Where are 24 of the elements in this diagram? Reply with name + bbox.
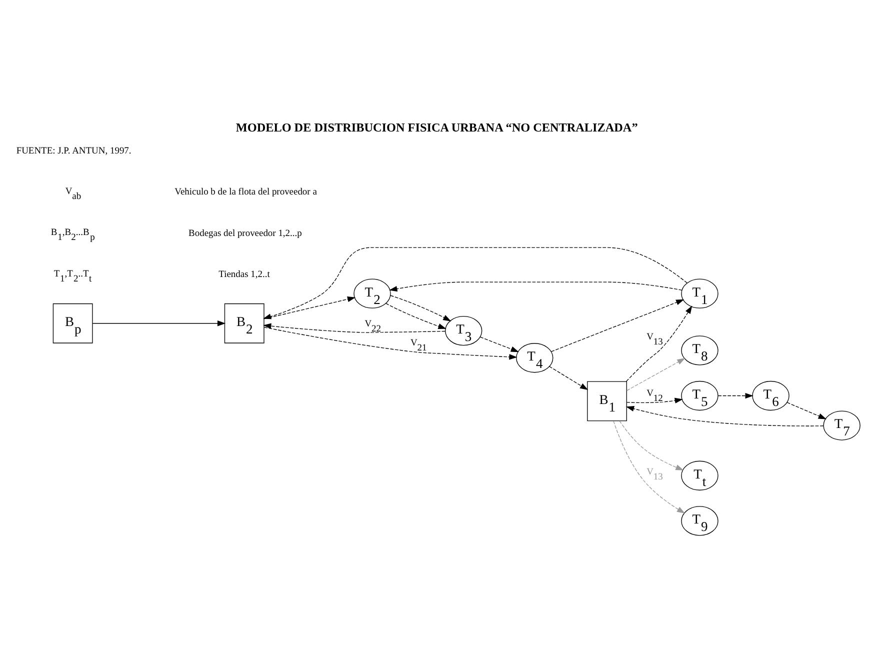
arrow	[626, 405, 824, 426]
arrow	[619, 420, 684, 470]
arrow	[626, 397, 683, 403]
arrow	[480, 336, 519, 352]
arrow	[786, 402, 826, 419]
arrow	[389, 281, 682, 292]
arrow	[613, 420, 686, 513]
arrow	[550, 298, 684, 352]
arrow	[718, 392, 754, 398]
arrow	[264, 296, 356, 319]
arrow	[390, 294, 452, 321]
arrow	[263, 246, 688, 319]
arrow	[264, 326, 518, 360]
arrow	[92, 320, 226, 326]
arrow	[626, 358, 686, 390]
label: Vehiculo b de la flota del proveedor a	[174, 187, 317, 198]
diagram-title: MODELO DE DISTRIBUCION FISICA URBANA “NO CENTRALIZADA”	[236, 120, 638, 134]
arrow	[263, 322, 446, 332]
arrow	[549, 366, 588, 390]
label: Tiendas 1,2..t	[218, 270, 270, 280]
label: FUENTE: J.P. ANTUN, 1997.	[16, 146, 132, 156]
label: Bodegas del proveedor 1,2...p	[188, 228, 302, 238]
arrow	[626, 305, 692, 382]
arrow	[385, 302, 446, 328]
